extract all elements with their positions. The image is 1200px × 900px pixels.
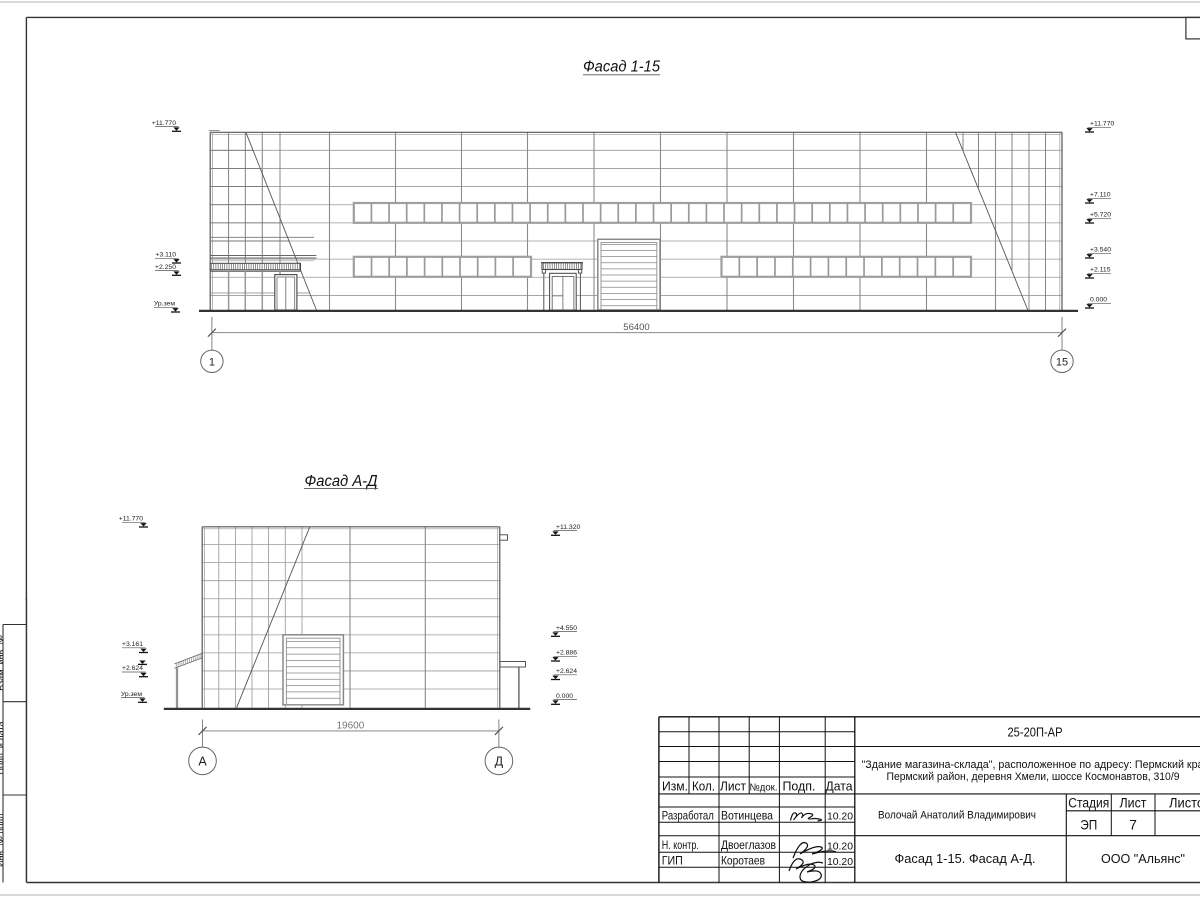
svg-text:+11.770: +11.770 [1090,121,1114,128]
svg-text:"Здание магазина-склада", расп: "Здание магазина-склада", расположенное … [862,759,1200,771]
svg-text:7: 7 [1129,817,1137,833]
svg-text:+11.320: +11.320 [556,524,580,531]
svg-text:10.20: 10.20 [827,841,853,852]
svg-text:+3.161: +3.161 [122,641,143,648]
svg-text:ЭП: ЭП [1080,817,1097,833]
svg-text:+3.540: +3.540 [1090,247,1111,254]
svg-text:ГИП: ГИП [662,855,683,868]
svg-text:Ур.зем: Ур.зем [154,301,176,308]
svg-text:15: 15 [1056,356,1068,368]
svg-text:Фасад 1-15. Фасад А-Д.: Фасад 1-15. Фасад А-Д. [895,851,1036,866]
svg-text:+11.770: +11.770 [152,120,176,127]
svg-text:Д: Д [495,755,504,769]
svg-text:10.20: 10.20 [827,812,853,823]
svg-text:Дата: Дата [826,778,854,793]
svg-text:+2.250: +2.250 [155,264,176,271]
svg-text:0.000: 0.000 [556,693,573,700]
svg-text:№док.: №док. [750,783,778,794]
svg-text:Лист: Лист [720,778,746,793]
svg-text:+3.110: +3.110 [156,252,177,259]
svg-text:Подп.: Подп. [783,778,816,793]
svg-text:А: А [198,755,207,769]
svg-text:Пермский район, деревня Хмели,: Пермский район, деревня Хмели, шоссе Кос… [887,771,1180,783]
svg-text:+7.110: +7.110 [1090,192,1111,199]
svg-text:Ур.зем: Ур.зем [121,691,143,698]
svg-text:0.000: 0.000 [1090,297,1107,304]
svg-text:56400: 56400 [623,322,649,333]
svg-text:Стадия: Стадия [1068,795,1109,810]
svg-text:10.20: 10.20 [827,857,853,868]
svg-text:1: 1 [209,356,215,368]
svg-text:+2.115: +2.115 [1090,267,1111,274]
svg-text:+11.770: +11.770 [119,516,143,523]
svg-text:Разработал: Разработал [662,809,714,822]
svg-text:Фасад 1-15: Фасад 1-15 [583,59,660,76]
svg-text:+2.624: +2.624 [556,668,577,675]
svg-text:+2.624: +2.624 [122,665,143,672]
svg-text:+2.886: +2.886 [556,650,577,657]
svg-text:+4.550: +4.550 [556,625,577,632]
svg-text:25-20П-АР: 25-20П-АР [1008,726,1063,740]
svg-text:Двоеглазов: Двоеглазов [721,839,776,852]
svg-text:Листов: Листов [1169,795,1200,810]
svg-text:Фасад А-Д: Фасад А-Д [305,473,378,490]
svg-text:Кол.: Кол. [692,778,715,793]
svg-text:Вотинцева: Вотинцева [721,809,773,822]
svg-text:+5.720: +5.720 [1090,212,1111,219]
svg-text:Лист: Лист [1120,795,1147,810]
svg-text:Коротаев: Коротаев [721,855,765,868]
svg-text:Волочай Анатолий Владимирович: Волочай Анатолий Владимирович [878,809,1036,821]
svg-text:19600: 19600 [336,721,364,732]
svg-text:ООО "Альянс": ООО "Альянс" [1101,851,1185,866]
svg-text:Изм.: Изм. [662,778,688,793]
svg-text:Н. контр.: Н. контр. [662,839,699,852]
